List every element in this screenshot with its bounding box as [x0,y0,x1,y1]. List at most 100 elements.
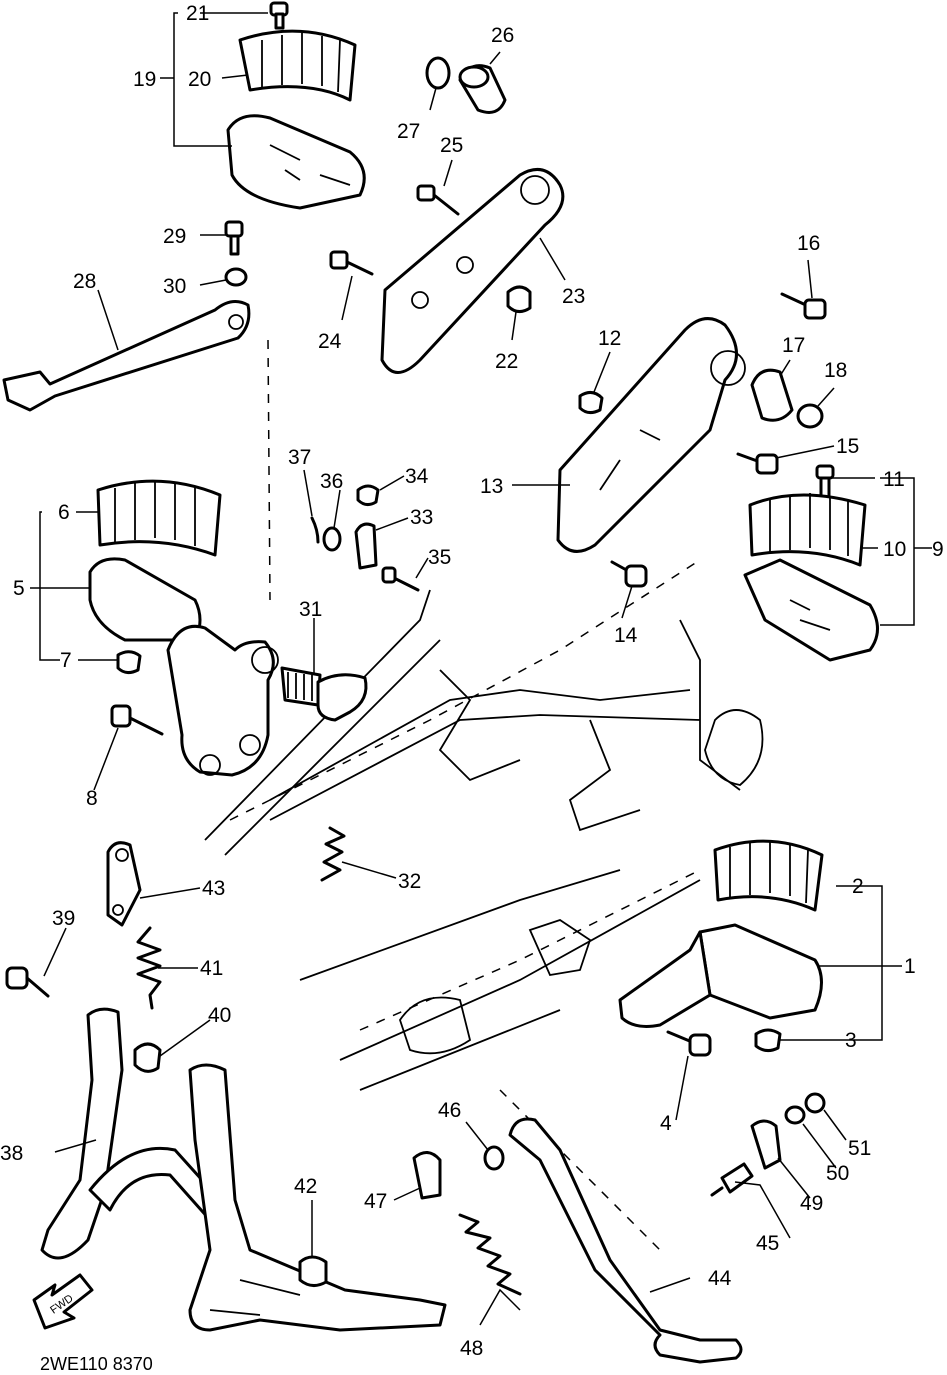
bracket-left [166,624,279,777]
callout-22: 22 [495,350,518,373]
callout-3: 3 [845,1029,857,1052]
footrest-rubber-10 [748,493,867,567]
nut-22 [506,285,532,313]
nut-42 [298,1255,328,1287]
callout-46: 46 [438,1099,461,1122]
bolt-21 [269,1,289,30]
callout-43: 43 [202,877,225,900]
callout-19: 19 [133,68,156,91]
bolt-14 [610,560,648,588]
footrest-19 [226,114,366,210]
plate-47 [412,1151,442,1200]
bolt-25 [416,184,460,216]
callout-6: 6 [58,501,70,524]
nut-51 [804,1092,826,1114]
callout-37: 37 [288,446,311,469]
callout-17: 17 [782,334,805,357]
plate-49 [750,1119,782,1170]
callout-8: 8 [86,787,98,810]
bolt-15 [736,452,779,475]
callout-5: 5 [13,577,25,600]
collar-18 [796,403,824,429]
callout-41: 41 [200,957,223,980]
callout-16: 16 [797,232,820,255]
brake-switch-31 [280,666,368,722]
callout-10: 10 [883,538,906,561]
callout-34: 34 [405,465,429,488]
callout-12: 12 [598,327,621,350]
shift-pedal-28 [2,299,251,412]
callout-49: 49 [800,1192,823,1215]
collar-27 [425,56,451,90]
callout-29: 29 [163,225,186,248]
nut-12 [578,391,604,415]
nut-34 [356,484,380,507]
callout-30: 30 [163,275,186,298]
bracket-13 [556,317,746,553]
footrest-rubber-2 [713,839,824,912]
callout-44: 44 [708,1267,732,1290]
callout-24: 24 [318,330,342,353]
callout-2: 2 [852,875,864,898]
footrest-rubber-6 [96,479,222,557]
leader-lines [30,12,932,1326]
washer-30 [224,267,248,287]
footrest-5 [88,557,202,642]
bolt-16 [780,292,827,320]
nut-46 [483,1145,505,1171]
callout-15: 15 [836,435,859,458]
cotter-pin-37 [310,516,320,544]
callout-28: 28 [73,270,96,293]
nut-3 [754,1028,782,1053]
callout-36: 36 [320,470,343,493]
callout-1: 1 [904,955,916,978]
callout-25: 25 [440,134,463,157]
callout-33: 33 [410,506,433,529]
callout-18: 18 [824,359,847,382]
callout-7: 7 [60,649,72,672]
washer-36 [322,526,342,552]
footrest-1 [618,923,823,1028]
bolt-8 [110,704,164,736]
callout-20: 20 [188,68,211,91]
callout-26: 26 [491,24,514,47]
callout-39: 39 [52,907,75,930]
callout-9: 9 [932,538,944,561]
side-stand-switch-45 [710,1162,754,1197]
footrest-rubber-20 [238,29,357,102]
callout-4: 4 [660,1112,672,1135]
callout-32: 32 [398,870,421,893]
bushing-17 [750,368,794,422]
callout-13: 13 [480,475,503,498]
pin-35 [381,566,420,592]
bolt-4 [666,1030,712,1057]
drawing-code: 2WE110 8370 [40,1354,153,1374]
bracket-23 [380,167,565,374]
callout-14: 14 [614,624,638,647]
side-stand-44 [508,1117,743,1364]
spring-41 [136,926,162,1010]
callout-27: 27 [397,120,420,143]
callout-35: 35 [428,546,451,569]
callout-40: 40 [208,1004,231,1027]
spring-32 [320,826,346,882]
footrest-9 [743,558,879,662]
callout-21: 21 [186,2,209,25]
nut-7 [116,650,142,675]
callout-51: 51 [848,1137,871,1160]
fwd-arrow-icon: FWD [32,1273,94,1330]
bolt-11 [815,464,835,500]
callout-38: 38 [0,1142,23,1165]
frame-outline [204,339,764,1251]
callout-11: 11 [883,468,905,491]
callout-42: 42 [294,1175,317,1198]
main-stand-38 [40,1007,447,1332]
clevis-33 [354,522,378,570]
callout-48: 48 [460,1337,483,1360]
callout-50: 50 [826,1162,849,1185]
callout-31: 31 [299,598,322,621]
plate-43 [106,841,142,927]
bushing-26 [458,64,507,114]
bolt-24 [329,250,374,276]
